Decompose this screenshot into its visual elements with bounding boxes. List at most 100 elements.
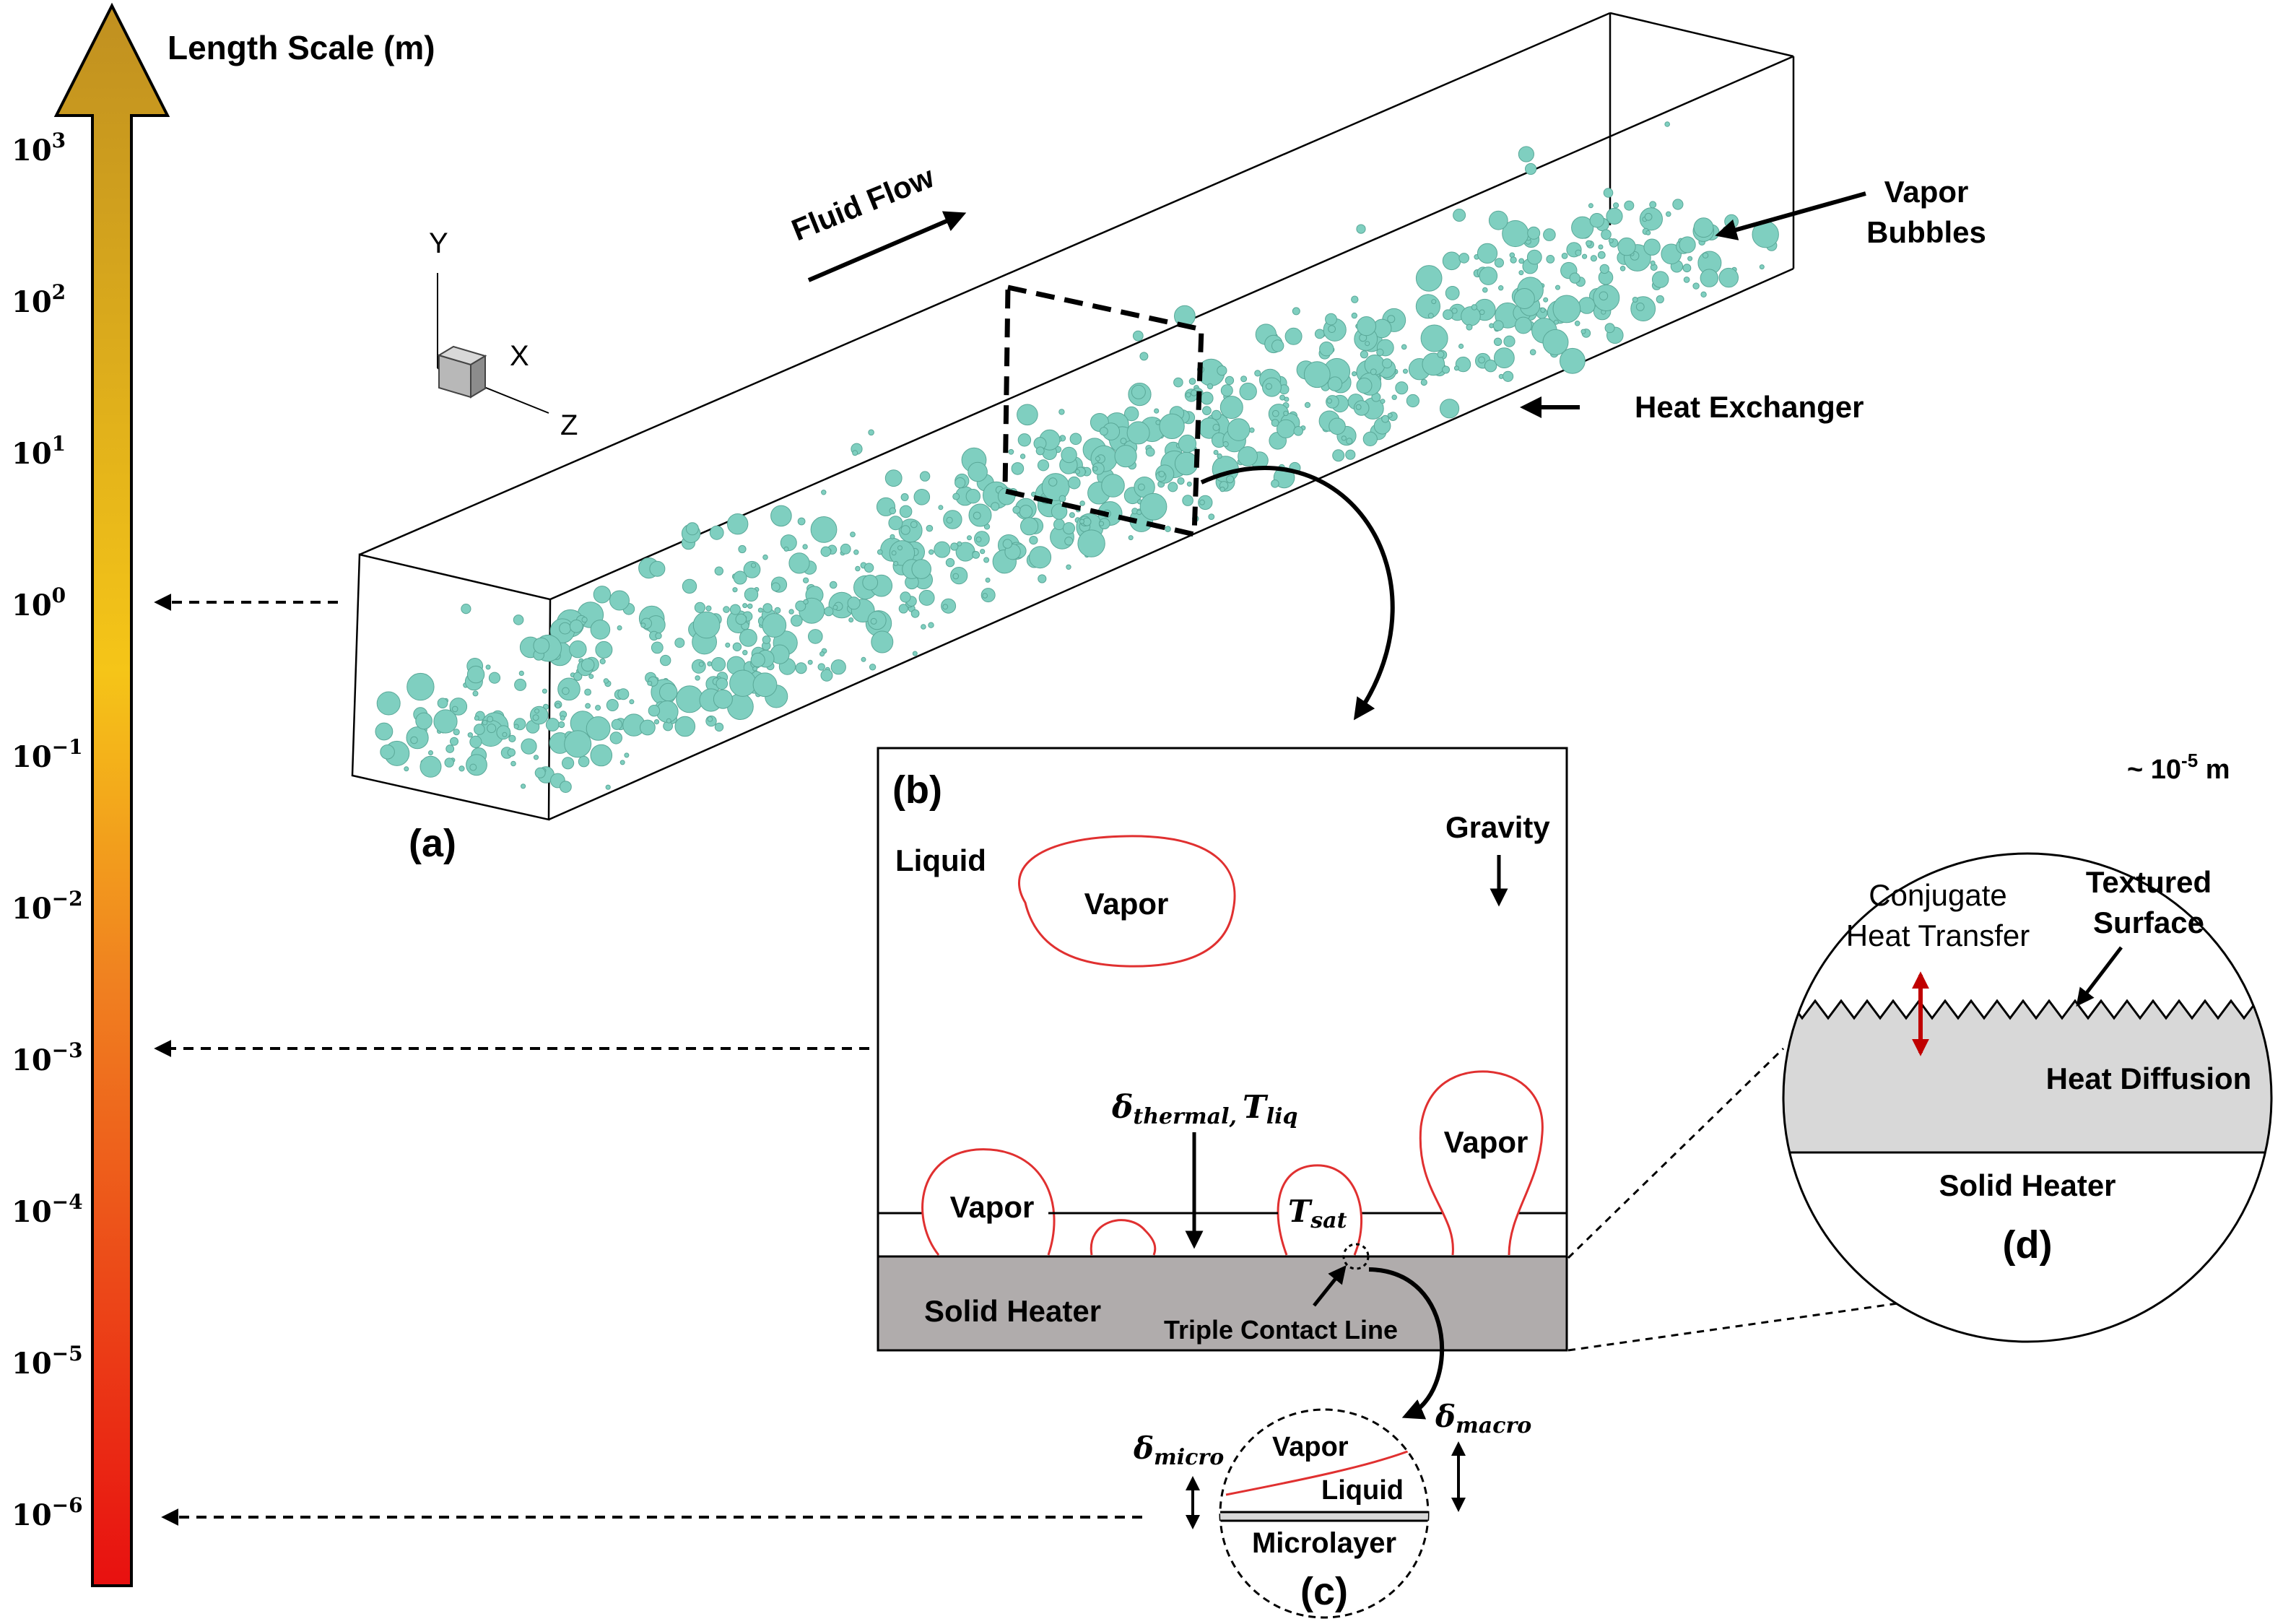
vapor-bubble: [469, 735, 482, 749]
vapor-bubble: [1494, 258, 1504, 268]
vapor-bubble: [605, 784, 611, 790]
vapor-bubble: [751, 563, 757, 568]
vapor-bubble: [640, 622, 646, 628]
vapor-bubble: [562, 687, 570, 695]
vapor-bubble: [502, 731, 508, 737]
micro-interface: [1225, 1447, 1416, 1496]
vapor-label-top: Vapor: [1084, 887, 1169, 921]
vapor-bubble: [1700, 291, 1707, 298]
vapor-bubble: [711, 657, 726, 672]
vapor-bubble: [928, 622, 934, 628]
vapor-bubble: [783, 546, 789, 552]
x-axis-label: X: [510, 340, 529, 372]
vapor-interfaces: [921, 835, 1544, 1256]
vapor-bubble: [660, 654, 671, 666]
vapor-bubble: [1120, 438, 1127, 445]
vapor-bubble: [1542, 329, 1569, 355]
vapor-bubble: [1077, 529, 1105, 557]
vapor-bubble: [1265, 383, 1273, 390]
vapor-bubble: [967, 535, 972, 541]
vapor-bubble: [1493, 337, 1503, 346]
vapor-bubble: [1283, 410, 1289, 417]
vapor-bubble: [1199, 499, 1205, 505]
vapor-bubble: [899, 505, 913, 518]
vapor-bubble: [1064, 537, 1074, 546]
vapor-bubble: [1479, 309, 1485, 316]
vapor-bubble: [467, 732, 473, 738]
vapor-bubble: [1271, 479, 1279, 488]
vapor-bubble: [1217, 453, 1222, 459]
vapor-bubbles-label-2: Bubbles: [1866, 215, 1986, 249]
vapor-bubble: [900, 525, 910, 535]
vapor-bubble: [913, 489, 931, 505]
vapor-bubble: [938, 505, 944, 511]
vapor-bubble: [1527, 226, 1541, 240]
vapor-bubble: [698, 661, 704, 667]
vapor-bubble: [1687, 256, 1693, 261]
vapor-bubble: [762, 554, 768, 560]
vapor-bubble: [676, 685, 704, 713]
vapor-bubble: [1606, 207, 1623, 225]
vapor-bubble: [555, 703, 561, 709]
vapor-bubble: [617, 625, 622, 630]
vapor-bubble: [466, 665, 485, 684]
vapor-bubble: [1351, 295, 1359, 303]
vapor-bubble: [1479, 266, 1498, 285]
panel-a: Y X Z Fluid Flow Vapor Bubbles Heat Exch…: [351, 12, 1986, 865]
vapor-bubble: [1652, 271, 1669, 288]
vapor-bubble: [406, 672, 435, 701]
vapor-bubble: [1158, 471, 1165, 477]
vapor-bubble: [870, 617, 877, 625]
vapor-bubble: [1560, 347, 1586, 374]
vapor-bubble: [897, 545, 903, 551]
scale-tick-label: 103: [12, 129, 66, 168]
vapor-bubble: [573, 672, 583, 681]
vapor-bubble: [1498, 285, 1504, 291]
vapor-bubble: [404, 766, 409, 772]
vapor-bubble: [1401, 344, 1407, 350]
vapor-bubble: [655, 632, 662, 640]
vapor-bubble: [1165, 526, 1171, 532]
vapor-bubble: [1098, 521, 1105, 526]
vapor-bubble: [1759, 264, 1765, 270]
vapor-bubble: [1132, 330, 1144, 342]
vapor-bubble: [1178, 434, 1197, 453]
vapor-bubble: [1555, 285, 1560, 290]
vapor-bubble: [1380, 399, 1386, 404]
vapor-bubble: [1632, 297, 1638, 303]
vapor-bubble: [1159, 413, 1185, 439]
vapor-bubble: [1222, 441, 1229, 448]
vapor-bubble: [729, 604, 741, 615]
vapor-bubble: [1008, 448, 1014, 455]
vapor-bubble: [1376, 348, 1384, 357]
vapor-bubble: [1420, 378, 1427, 386]
vapor-bubble: [1069, 433, 1082, 446]
vapor-bubble: [910, 521, 918, 529]
vapor-bubble: [1543, 297, 1549, 303]
vapor-bubble: [1145, 447, 1155, 457]
vapor-bubble: [965, 489, 981, 504]
vapor-bubble: [474, 716, 479, 721]
vapor-bubble: [542, 688, 547, 694]
vapor-bubble: [559, 622, 571, 635]
scale-tick-label: 10−4: [12, 1190, 83, 1229]
vapor-bubble: [560, 715, 565, 721]
vapor-bubble: [975, 537, 982, 543]
axis-cube-side: [470, 355, 486, 399]
z-axis-label: Z: [560, 409, 578, 441]
liquid-label-c: Liquid: [1321, 1475, 1404, 1506]
vapor-bubble: [1131, 384, 1146, 399]
vapor-bubble: [1643, 238, 1661, 256]
vapor-label-c: Vapor: [1272, 1432, 1349, 1462]
vapor-bubble: [1029, 536, 1038, 545]
vapor-bubble: [1304, 401, 1311, 409]
vapor-bubble: [1063, 522, 1075, 535]
scale-tick-label: 10−3: [12, 1038, 83, 1077]
vapor-bubble: [810, 516, 838, 543]
tall-departing-bubble: [1419, 1070, 1544, 1256]
vapor-bubble: [1271, 419, 1279, 427]
vapor-bubble: [1590, 255, 1597, 262]
vapor-bubble: [545, 718, 560, 731]
vapor-bubble: [1271, 339, 1284, 352]
vapor-bubble: [1503, 335, 1516, 347]
